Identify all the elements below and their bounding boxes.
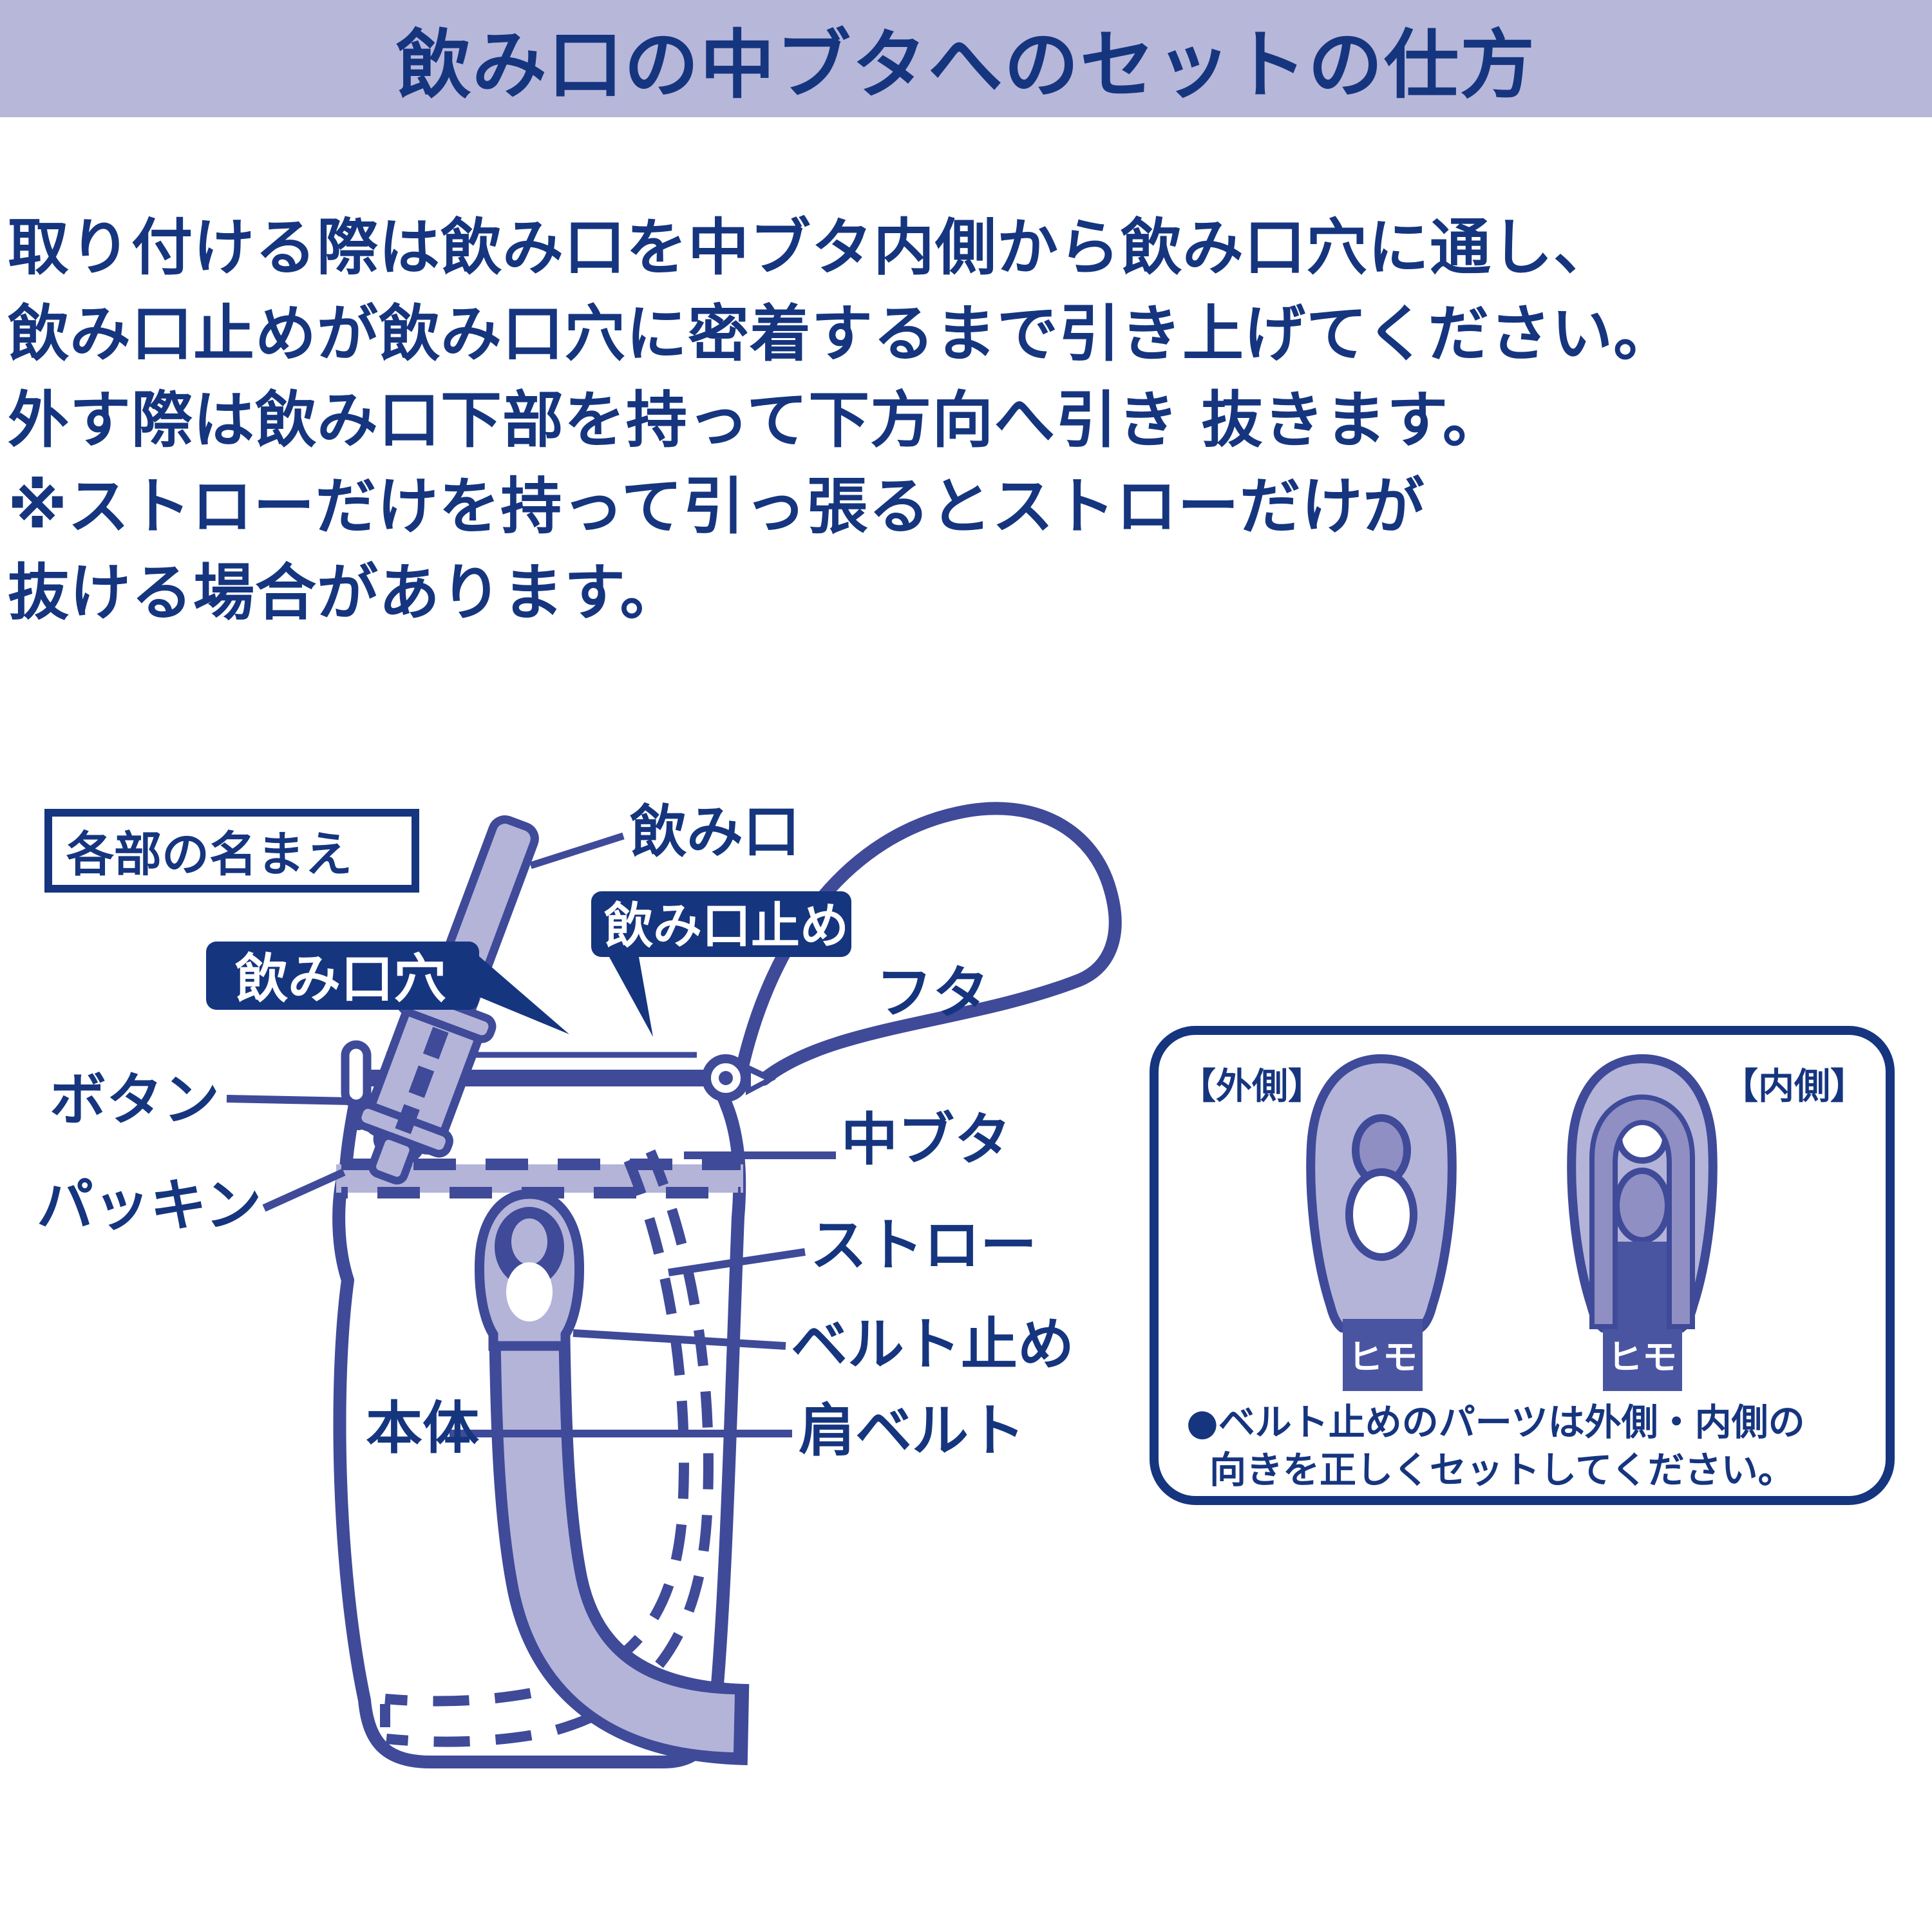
label-sutoroo: ストロー (810, 1212, 1037, 1278)
straw-dashed-outer (386, 1149, 714, 1747)
lid-latch (746, 1065, 776, 1095)
label-futa: フタ (876, 960, 989, 1026)
button-shape (341, 1040, 372, 1108)
label-outside: 【外側】 (1180, 1066, 1324, 1108)
label-inside: 【内側】 (1722, 1066, 1866, 1108)
parts-name-title: 各部の名まえ (66, 827, 352, 882)
belt-stopper-info-box: 【外側】 【内側】 ヒモ ヒモ ●ベルト止めのパーツは外側・内側の 向きを正しく… (1150, 1026, 1895, 1505)
instructions-paragraph: 取り付ける際は飲み口を中ブタ内側から飲み口穴に通し、 飲み口止めが飲み口穴に密着… (8, 205, 1920, 636)
badge-nomikuchi-dome (591, 891, 851, 957)
page-title: 飲み口の中ブタへのセットの仕方 (396, 22, 1536, 109)
info-note-line1: ●ベルト止めのパーツは外側・内側の (1186, 1401, 1805, 1444)
badge-nomikuchi-ana (206, 942, 479, 1010)
bottle-parts-diagram: 各部の名まえ 飲み口 飲み口穴 飲み口止め フタ ボタン パッキン 中ブタ スト… (37, 799, 1895, 1768)
label-pakkin: パッキン (37, 1172, 261, 1238)
instruction-line: 外す際は飲み口下部を持って下方向へ引き 抜きます。 (8, 385, 1504, 456)
instruction-line: ※ストローだけを持って引っ張るとストローだけが (8, 471, 1425, 542)
lid-shape (735, 802, 1122, 1086)
straw-mark (422, 1027, 449, 1059)
inner-clamp-arch (1589, 1094, 1695, 1329)
info-note-line2: 向きを正しくセットしてください。 (1209, 1449, 1795, 1492)
label-nomikuchi-dome: 飲み口止め (604, 897, 849, 954)
keyhole-bottom-inside (1613, 1168, 1671, 1244)
label-beruto-dome: ベルト止め (791, 1311, 1074, 1378)
instruction-line: 飲み口止めが飲み口穴に密着するまで引き上げてください。 (8, 299, 1676, 370)
strap-left (1343, 1319, 1423, 1391)
belt-stopper-hole (506, 1262, 553, 1321)
label-nomikuchi: 飲み口 (630, 799, 800, 865)
leader-beruto-dome (573, 1329, 786, 1350)
header-bar: 飲み口の中ブタへのセットの仕方 (0, 0, 1932, 117)
label-botan: ボタン (50, 1066, 220, 1133)
collar-stub (368, 1132, 417, 1185)
lid-hinge-dot (719, 1071, 733, 1085)
leader-botan (226, 1095, 352, 1105)
keyhole-bottom-outside (1345, 1168, 1417, 1261)
label-nakabuta: 中ブタ (841, 1106, 1011, 1173)
pointer-nomikuchi-ana (479, 956, 569, 1034)
leader-sutoroo (668, 1248, 806, 1276)
leader-pakkin (262, 1168, 346, 1212)
parts-name-box (44, 809, 419, 893)
shoulder-belt (500, 1316, 735, 1752)
straw-mark (408, 1065, 435, 1098)
belt-stopper-ring-center (511, 1218, 547, 1265)
label-kata-beruto: 肩ベルト (799, 1397, 1025, 1464)
straw-mark (395, 1104, 420, 1135)
strap-label-right: ヒモ (1607, 1337, 1677, 1378)
instruction-line: 取り付ける際は飲み口を中ブタ内側から飲み口穴に通し、 (8, 213, 1616, 283)
straw-dashed-inner (384, 1158, 689, 1707)
instruction-line: 抜ける場合があります。 (8, 558, 682, 629)
label-nomikuchi-ana: 飲み口穴 (235, 949, 446, 1010)
strap-label-left: ヒモ (1348, 1337, 1417, 1378)
pointer-nomikuchi-dome (609, 957, 653, 1037)
leader-nomikuchi (529, 832, 625, 869)
label-hontai: 本体 (366, 1395, 479, 1461)
